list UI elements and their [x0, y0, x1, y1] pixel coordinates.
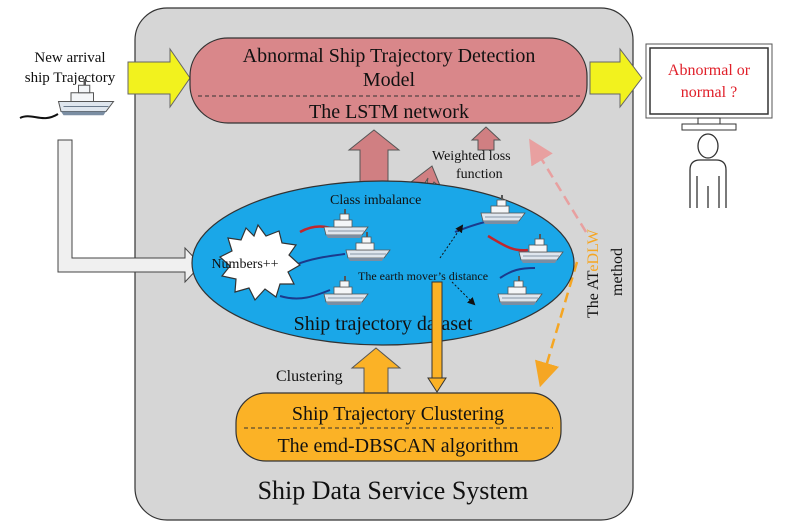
dashed-pink-arrow	[529, 138, 588, 233]
emd-arrow-up	[439, 224, 464, 259]
system-title: Ship Data Service System	[258, 476, 529, 505]
clustering-box	[235, 392, 562, 462]
clustering-label: Clustering	[276, 368, 343, 385]
dataset-ellipse	[191, 180, 575, 346]
monitor-stand	[697, 117, 721, 125]
model-title-line1: Abnormal Ship Trajectory Detection	[243, 45, 536, 67]
input-ship-wake	[19, 113, 59, 120]
method-label: The ATeDLW	[585, 228, 602, 318]
dashed-orange-arrow	[534, 261, 579, 388]
orange-arrow-down-shaft	[431, 281, 443, 381]
weighted-loss-line2: function	[456, 167, 503, 182]
method-suffix-group: method	[609, 248, 626, 296]
svg-text:The ATeDLW: The ATeDLW	[585, 228, 602, 318]
dataset-title: Ship trajectory dataset	[294, 313, 473, 335]
yellow-arrow-output	[589, 47, 643, 109]
model-subtitle: The LSTM network	[309, 101, 469, 123]
detection-model-box	[189, 37, 588, 124]
person-icon	[689, 133, 727, 208]
trajectory-red-right	[487, 234, 529, 252]
method-highlight: eDLW	[585, 228, 602, 271]
monitor-screen	[649, 47, 769, 115]
input-label-line1: New arrival	[34, 50, 105, 66]
orange-arrow-up	[350, 347, 402, 396]
clustering-subtitle: The emd-DBSCAN algorithm	[277, 435, 519, 457]
output-line1: Abnormal or	[668, 62, 751, 79]
class-imbalance-label: Class imbalance	[330, 193, 421, 208]
method-suffix: method	[609, 248, 626, 296]
trajectory-blue-bottom	[279, 289, 331, 300]
input-label-line2: ship Trajectory	[25, 70, 116, 86]
monitor-base	[681, 123, 737, 131]
model-title-line2: Model	[363, 69, 416, 91]
method-prefix: The AT	[585, 270, 602, 318]
emd-label: The earth mover’s distance	[358, 269, 488, 283]
clustering-title: Ship Trajectory Clustering	[292, 403, 504, 425]
numbers-starburst	[218, 223, 302, 302]
emd-arrow-down	[451, 281, 476, 306]
pink-arrow-weighted-loss	[470, 126, 502, 151]
output-line2: normal ?	[681, 84, 737, 101]
yellow-arrow-input	[127, 47, 191, 109]
pink-arrow-dataset-to-model	[347, 129, 401, 184]
weighted-loss-line1: Weighted loss	[432, 149, 511, 164]
numbers-label: Numbers++	[211, 257, 278, 272]
trajectory-blue-left	[294, 253, 346, 266]
trajectory-blue-right	[499, 267, 536, 279]
orange-arrow-down-head	[427, 377, 447, 393]
